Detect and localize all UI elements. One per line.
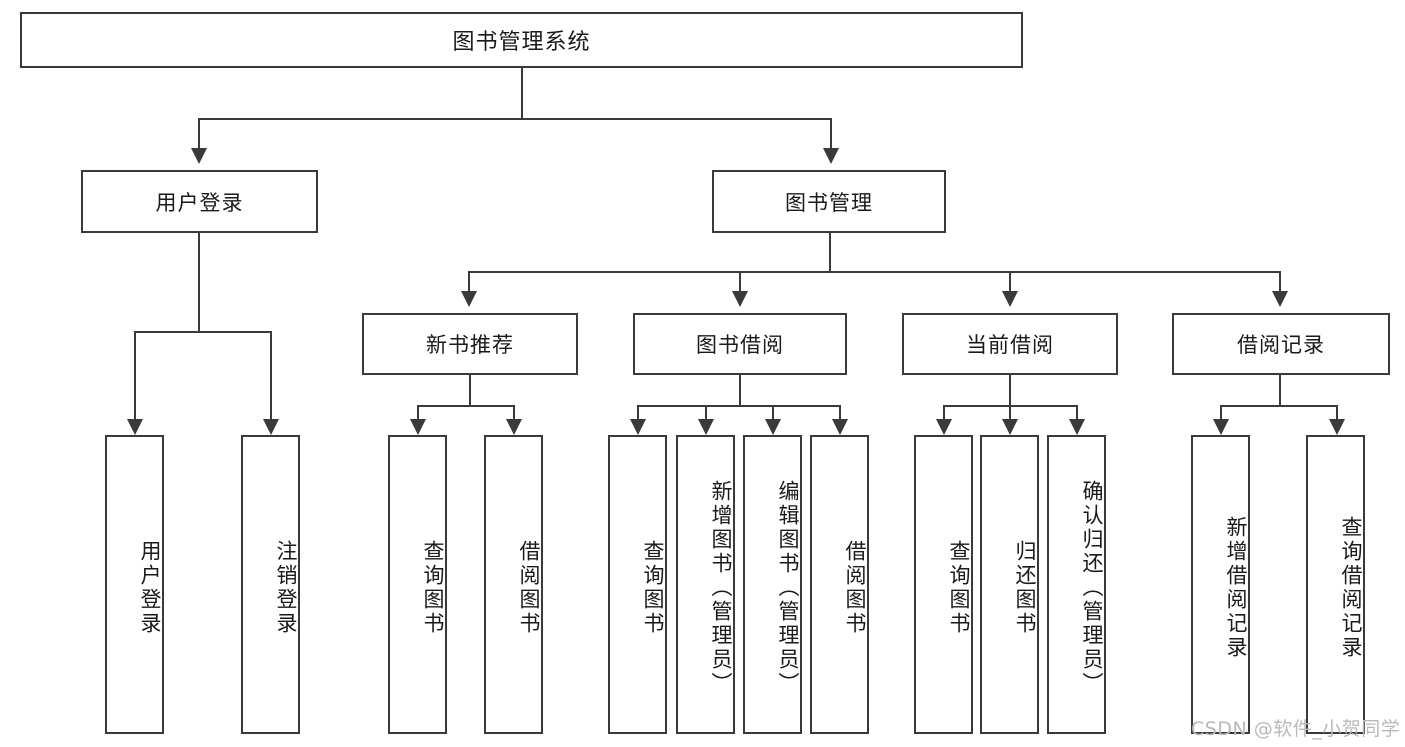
arrow-bb-to-leaf-4 xyxy=(832,419,848,435)
connector-book-management-bar xyxy=(468,271,1280,273)
arrow-bm-to-new-book xyxy=(461,291,477,307)
connector-bb-to-leaf-4 xyxy=(839,405,841,421)
connector-bb-to-leaf-2 xyxy=(705,405,707,421)
node-borrow-record[interactable]: 借阅记录 xyxy=(1172,313,1390,375)
connector-root-to-book-management xyxy=(830,118,832,150)
connector-bb-to-leaf-3 xyxy=(772,405,774,421)
connector-br-to-leaf-1 xyxy=(1220,405,1222,421)
connector-book-borrow-bar xyxy=(637,405,841,407)
connector-new-book-to-leaf-1 xyxy=(417,405,419,421)
connector-book-borrow-stem xyxy=(739,375,741,407)
node-label: 查询图书 xyxy=(421,539,445,636)
leaf-borrow-record-add[interactable]: 新增借阅记录 xyxy=(1191,435,1250,734)
node-label: 查询借阅记录 xyxy=(1339,515,1363,660)
connector-bm-to-borrow-record xyxy=(1279,271,1281,293)
arrow-new-book-to-leaf-1 xyxy=(410,419,426,435)
connector-bm-to-book-borrow xyxy=(739,271,741,293)
node-label: 图书管理系统 xyxy=(452,30,591,55)
node-new-book-recommend[interactable]: 新书推荐 xyxy=(362,313,578,375)
node-label: 借阅记录 xyxy=(1237,333,1325,357)
watermark-text: CSDN @软件_小贺同学 xyxy=(1191,718,1401,740)
node-label: 注销登录 xyxy=(274,539,298,636)
connector-cb-to-leaf-3 xyxy=(1076,405,1078,421)
leaf-book-borrow-query[interactable]: 查询图书 xyxy=(608,435,667,734)
node-user-login[interactable]: 用户登录 xyxy=(81,170,318,233)
arrow-bm-to-current-borrow xyxy=(1002,291,1018,307)
arrow-cb-to-leaf-1 xyxy=(936,419,952,435)
node-label: 查询图书 xyxy=(641,539,665,636)
node-label: 借阅图书 xyxy=(517,539,541,636)
leaf-current-borrow-query[interactable]: 查询图书 xyxy=(914,435,973,734)
arrow-root-to-book-management xyxy=(823,148,839,164)
node-label: 归还图书 xyxy=(1013,539,1037,636)
arrow-user-login-to-leaf-2 xyxy=(263,419,279,435)
leaf-current-borrow-confirm-return[interactable]: 确认归还（管理员） xyxy=(1047,435,1106,734)
connector-root-to-user-login xyxy=(198,118,200,150)
leaf-new-book-query[interactable]: 查询图书 xyxy=(388,435,447,734)
leaf-book-borrow-borrow[interactable]: 借阅图书 xyxy=(810,435,869,734)
node-label: 新增图书（管理员） xyxy=(709,479,733,696)
arrow-cb-to-leaf-2 xyxy=(1002,419,1018,435)
node-label: 用户登录 xyxy=(155,190,244,215)
node-label: 新增借阅记录 xyxy=(1224,515,1248,660)
node-label: 确认归还（管理员） xyxy=(1080,479,1104,696)
connector-bm-to-current-borrow xyxy=(1009,271,1011,293)
node-book-borrow[interactable]: 图书借阅 xyxy=(633,313,847,375)
arrow-bm-to-book-borrow xyxy=(732,291,748,307)
node-label: 当前借阅 xyxy=(966,333,1054,357)
leaf-new-book-borrow[interactable]: 借阅图书 xyxy=(484,435,543,734)
node-label: 查询图书 xyxy=(947,539,971,636)
arrow-bb-to-leaf-1 xyxy=(630,419,646,435)
connector-root-stem xyxy=(521,68,523,120)
arrow-bb-to-leaf-2 xyxy=(698,419,714,435)
arrow-new-book-to-leaf-2 xyxy=(506,419,522,435)
connector-new-book-bar xyxy=(417,405,515,407)
connector-borrow-record-bar xyxy=(1220,405,1336,407)
arrow-bm-to-borrow-record xyxy=(1272,291,1288,307)
connector-current-borrow-stem xyxy=(1009,375,1011,407)
node-label: 新书推荐 xyxy=(426,333,514,357)
arrow-root-to-user-login xyxy=(191,148,207,164)
leaf-current-borrow-return[interactable]: 归还图书 xyxy=(980,435,1039,734)
leaf-book-borrow-add[interactable]: 新增图书（管理员） xyxy=(676,435,735,734)
arrow-br-to-leaf-2 xyxy=(1329,419,1345,435)
connector-new-book-stem xyxy=(469,375,471,407)
connector-user-login-to-leaf-1 xyxy=(134,331,136,421)
arrow-user-login-to-leaf-1 xyxy=(127,419,143,435)
connector-user-login-to-leaf-2 xyxy=(270,331,272,421)
connector-bb-to-leaf-1 xyxy=(637,405,639,421)
connector-user-login-bar xyxy=(134,331,270,333)
arrow-br-to-leaf-1 xyxy=(1213,419,1229,435)
leaf-borrow-record-query[interactable]: 查询借阅记录 xyxy=(1306,435,1365,734)
arrow-bb-to-leaf-3 xyxy=(765,419,781,435)
leaf-user-login-login[interactable]: 用户登录 xyxy=(105,435,164,734)
connector-user-login-stem xyxy=(198,233,200,333)
node-root-book-management-system[interactable]: 图书管理系统 xyxy=(20,12,1023,68)
connector-root-bar xyxy=(198,118,832,120)
node-label: 借阅图书 xyxy=(843,539,867,636)
connector-bm-to-new-book xyxy=(468,271,470,293)
node-label: 用户登录 xyxy=(138,539,162,636)
connector-br-to-leaf-2 xyxy=(1336,405,1338,421)
connector-cb-to-leaf-1 xyxy=(943,405,945,421)
connector-cb-to-leaf-2 xyxy=(1009,405,1011,421)
connector-new-book-to-leaf-2 xyxy=(513,405,515,421)
node-book-management[interactable]: 图书管理 xyxy=(712,170,946,233)
connector-borrow-record-stem xyxy=(1279,375,1281,407)
connector-book-management-stem xyxy=(829,233,831,273)
leaf-user-login-logout[interactable]: 注销登录 xyxy=(241,435,300,734)
node-current-borrow[interactable]: 当前借阅 xyxy=(902,313,1118,375)
node-label: 图书管理 xyxy=(785,190,873,215)
node-label: 编辑图书（管理员） xyxy=(776,479,800,696)
leaf-book-borrow-edit[interactable]: 编辑图书（管理员） xyxy=(743,435,802,734)
node-label: 图书借阅 xyxy=(696,333,784,357)
arrow-cb-to-leaf-3 xyxy=(1069,419,1085,435)
